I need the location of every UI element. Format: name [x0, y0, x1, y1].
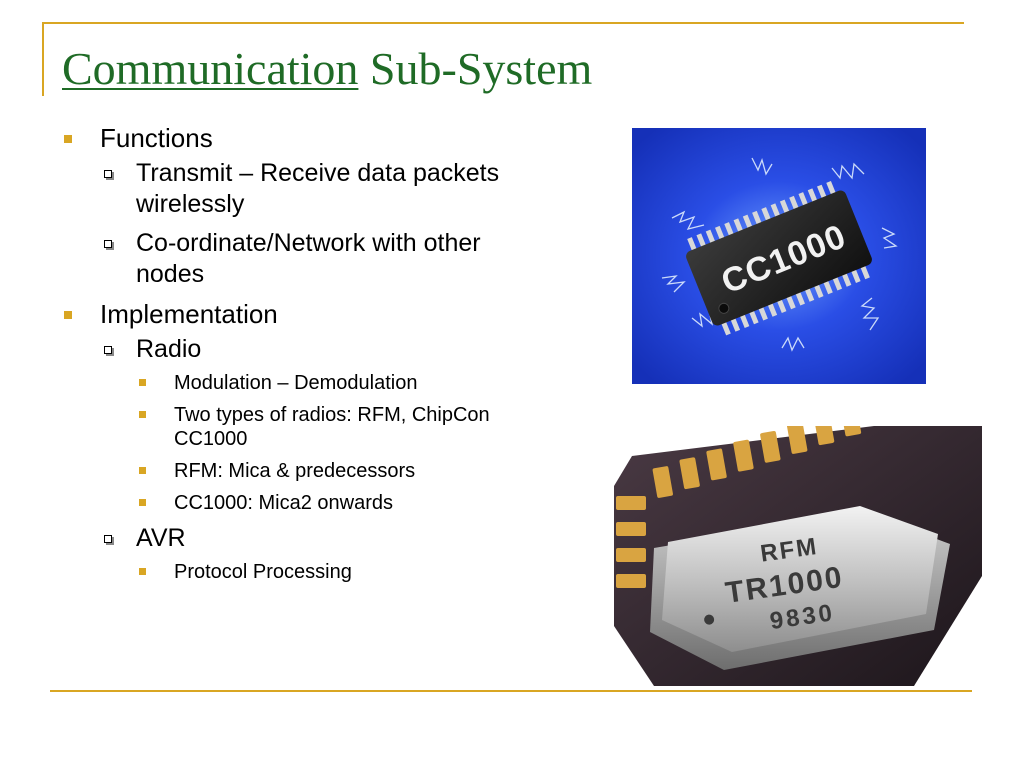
sub-sub-bullet-text: CC1000: Mica2 onwards: [174, 492, 393, 514]
sub-bullet-radio: Radio Modulation – Demodulation Two type…: [100, 334, 532, 515]
square-bullet-icon: [139, 379, 146, 386]
square-bullet-icon: [139, 499, 146, 506]
sub-bullet-text: Transmit – Receive data packets wireless…: [136, 159, 500, 218]
sub-sub-bullet: Two types of radios: RFM, ChipCon CC1000: [136, 403, 532, 451]
bullet-functions: Functions Transmit – Receive data packet…: [62, 122, 532, 290]
hollow-square-bullet-icon: [104, 170, 112, 178]
cc1000-chip-image: CC1000: [632, 128, 926, 384]
square-bullet-icon: [64, 135, 72, 143]
sub-bullet-avr: AVR Protocol Processing: [100, 523, 532, 584]
sub-sub-bullet-list: Modulation – Demodulation Two types of r…: [136, 371, 532, 515]
slide-title: Communication Sub-System: [62, 43, 593, 95]
sub-bullet-text: Radio: [136, 335, 202, 363]
sub-sub-bullet-text: Modulation – Demodulation: [174, 372, 418, 394]
sub-bullet-transmit: Transmit – Receive data packets wireless…: [100, 158, 532, 220]
rfm-chip-illustration: RFM TR1000 9830: [614, 426, 982, 686]
rfm-tr1000-chip-image: RFM TR1000 9830: [614, 426, 982, 686]
sub-bullet-text: AVR: [136, 524, 186, 552]
square-bullet-icon: [139, 467, 146, 474]
title-hyperlink[interactable]: Communication: [62, 43, 359, 94]
sub-bullet-coordinate: Co-ordinate/Network with other nodes: [100, 228, 532, 290]
sub-sub-bullet: Modulation – Demodulation: [136, 371, 532, 395]
square-bullet-icon: [139, 568, 146, 575]
sub-sub-bullet-text: RFM: Mica & predecessors: [174, 460, 416, 482]
bullet-text: Functions: [100, 123, 213, 153]
sub-sub-bullet-list: Protocol Processing: [136, 560, 532, 584]
hollow-square-bullet-icon: [104, 240, 112, 248]
frame-left-line: [42, 22, 44, 96]
hollow-square-bullet-icon: [104, 346, 112, 354]
frame-bottom-line: [50, 690, 972, 692]
cc1000-chip-illustration: CC1000: [632, 128, 926, 384]
frame-top-line: [42, 22, 964, 24]
title-text: Sub-System: [358, 43, 593, 94]
bullet-content: Functions Transmit – Receive data packet…: [62, 122, 532, 592]
hollow-square-bullet-icon: [104, 535, 112, 543]
sub-sub-bullet-text: Two types of radios: RFM, ChipCon CC1000: [174, 404, 490, 450]
sub-bullet-list: Radio Modulation – Demodulation Two type…: [100, 334, 532, 584]
sub-sub-bullet: CC1000: Mica2 onwards: [136, 491, 532, 515]
sub-sub-bullet: RFM: Mica & predecessors: [136, 459, 532, 483]
bullet-implementation: Implementation Radio Modulation – Demodu…: [62, 298, 532, 584]
bullet-text: Implementation: [100, 299, 278, 329]
sub-sub-bullet-text: Protocol Processing: [174, 561, 352, 583]
square-bullet-icon: [139, 411, 146, 418]
square-bullet-icon: [64, 311, 72, 319]
sub-bullet-list: Transmit – Receive data packets wireless…: [100, 158, 532, 290]
bullet-list: Functions Transmit – Receive data packet…: [62, 122, 532, 584]
sub-bullet-text: Co-ordinate/Network with other nodes: [136, 229, 481, 288]
sub-sub-bullet: Protocol Processing: [136, 560, 532, 584]
